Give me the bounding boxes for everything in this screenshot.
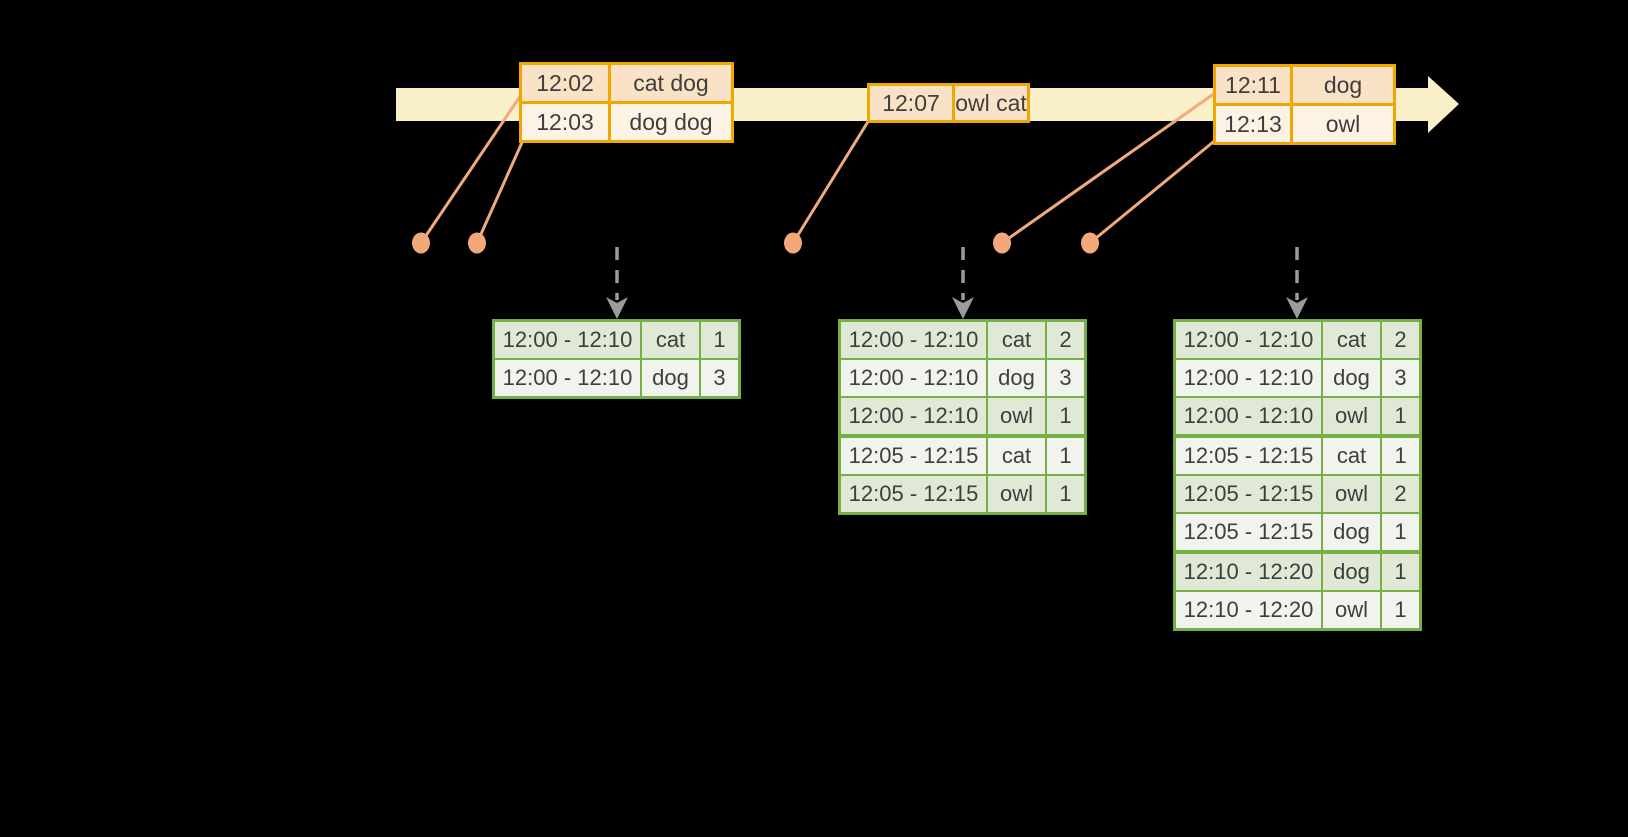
window-cell: 12:00 - 12:10 (1176, 398, 1321, 434)
trigger-arrow (1286, 247, 1308, 319)
window-cell: 12:05 - 12:15 (841, 476, 986, 512)
event-words-cell: cat dog (611, 65, 731, 101)
word-cell: cat (1323, 438, 1380, 474)
window-cell: 12:00 - 12:10 (841, 360, 986, 396)
event-dot (784, 232, 802, 254)
window-cell: 12:05 - 12:15 (1176, 476, 1321, 512)
count-cell: 2 (1382, 476, 1419, 512)
word-cell: dog (1323, 554, 1380, 590)
count-cell: 3 (701, 360, 738, 396)
word-cell: owl (1323, 476, 1380, 512)
word-cell: owl (988, 398, 1045, 434)
event-connector-line (1089, 136, 1219, 245)
trigger-arrowhead-icon (1286, 297, 1308, 319)
count-cell: 1 (1047, 398, 1084, 434)
count-cell: 1 (1382, 554, 1419, 590)
event-time-cell: 12:03 (522, 104, 608, 140)
window-cell: 12:05 - 12:15 (841, 438, 986, 474)
count-cell: 1 (1047, 476, 1084, 512)
count-cell: 1 (1382, 514, 1419, 550)
word-cell: dog (642, 360, 699, 396)
word-cell: dog (1323, 360, 1380, 396)
window-cell: 12:00 - 12:10 (495, 322, 640, 358)
count-cell: 1 (701, 322, 738, 358)
count-cell: 2 (1047, 322, 1084, 358)
event-connector-line (419, 94, 523, 244)
event-dot (468, 232, 486, 254)
word-cell: owl (1323, 592, 1380, 628)
event-words-cell: dog dog (611, 104, 731, 140)
word-cell: owl (1323, 398, 1380, 434)
count-cell: 1 (1047, 438, 1084, 474)
event-time-cell: 12:11 (1216, 67, 1290, 103)
window-cell: 12:05 - 12:15 (1176, 438, 1321, 474)
window-cell: 12:10 - 12:20 (1176, 554, 1321, 590)
window-cell: 12:05 - 12:15 (1176, 514, 1321, 550)
event-words-cell: owl (1293, 106, 1393, 142)
event-connector-line (1001, 91, 1216, 245)
event-dot (993, 232, 1011, 254)
window-cell: 12:00 - 12:10 (495, 360, 640, 396)
window-cell: 12:10 - 12:20 (1176, 592, 1321, 628)
count-cell: 2 (1382, 322, 1419, 358)
event-words-cell: dog (1293, 67, 1393, 103)
count-cell: 3 (1047, 360, 1084, 396)
word-cell: cat (1323, 322, 1380, 358)
trigger-arrowhead-icon (952, 297, 974, 319)
window-cell: 12:00 - 12:10 (841, 322, 986, 358)
word-cell: cat (988, 438, 1045, 474)
event-words-cell: owl cat (955, 86, 1027, 120)
trigger-arrow (606, 247, 628, 319)
trigger-arrow (952, 247, 974, 319)
word-cell: cat (642, 322, 699, 358)
word-cell: owl (988, 476, 1045, 512)
event-time-cell: 12:13 (1216, 106, 1290, 142)
count-cell: 1 (1382, 592, 1419, 628)
word-cell: dog (988, 360, 1045, 396)
event-dot (1081, 232, 1099, 254)
window-cell: 12:00 - 12:10 (1176, 322, 1321, 358)
window-cell: 12:00 - 12:10 (1176, 360, 1321, 396)
count-cell: 3 (1382, 360, 1419, 396)
trigger-arrowhead-icon (606, 297, 628, 319)
window-cell: 12:00 - 12:10 (841, 398, 986, 434)
count-cell: 1 (1382, 398, 1419, 434)
event-time-cell: 12:02 (522, 65, 608, 101)
event-dot (412, 232, 430, 254)
count-cell: 1 (1382, 438, 1419, 474)
event-connector-line (791, 119, 871, 244)
event-connector-line (475, 137, 526, 244)
event-time-cell: 12:07 (870, 86, 952, 120)
word-cell: cat (988, 322, 1045, 358)
word-cell: dog (1323, 514, 1380, 550)
timeline-arrowhead-icon (1428, 76, 1459, 133)
